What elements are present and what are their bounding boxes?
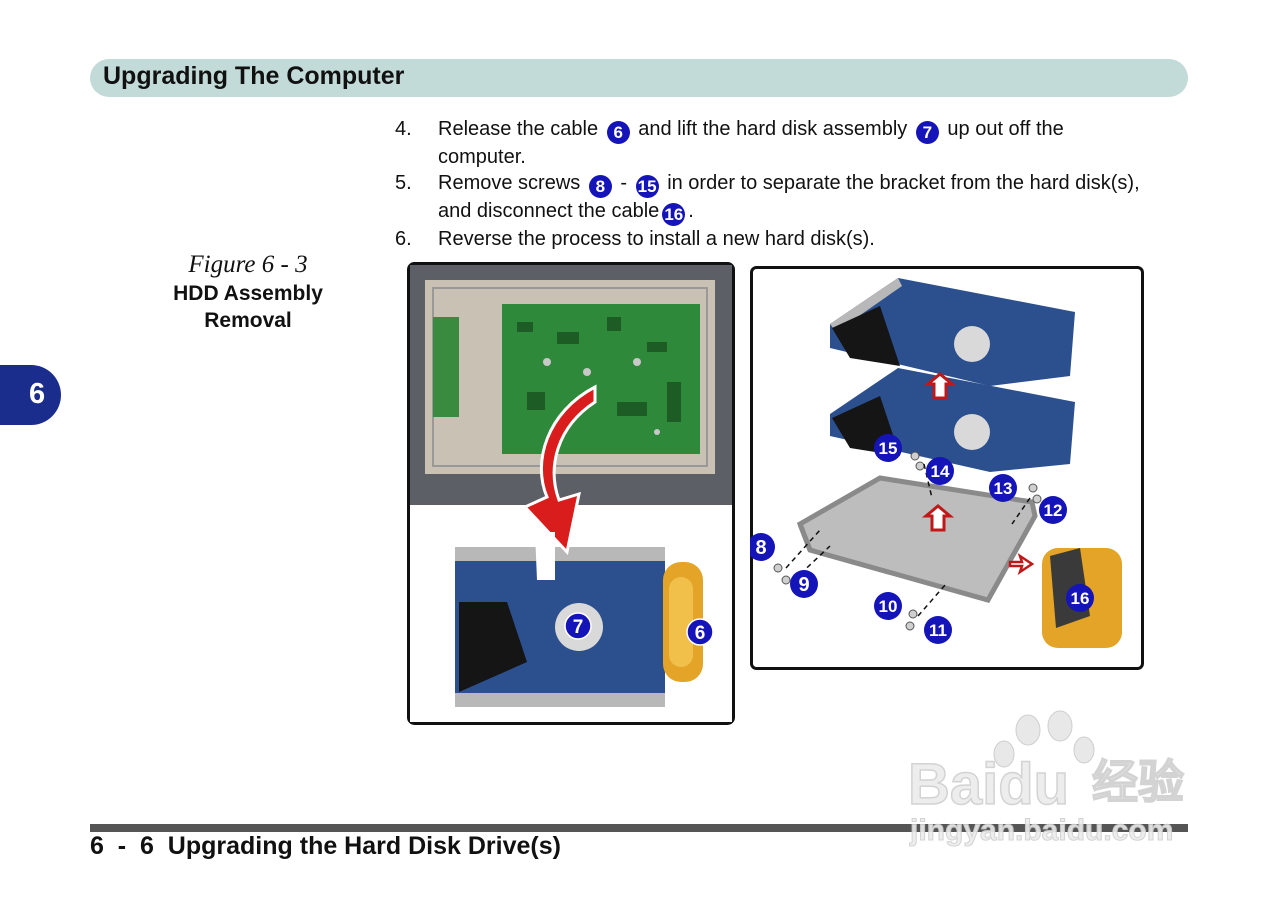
step-text: Reverse the process to install a new har… xyxy=(438,228,875,250)
step-6: 6. Reverse the process to install a new … xyxy=(395,226,1155,252)
svg-text:14: 14 xyxy=(931,462,950,481)
hdd-bracket-exploded-view: 15 14 13 12 8 9 10 11 16 xyxy=(750,266,1144,670)
callout-15: 15 xyxy=(874,434,902,462)
step-text: - xyxy=(620,172,628,194)
callout-badge: 7 xyxy=(915,121,939,144)
step-text: Release the cable xyxy=(438,118,599,140)
callout-badge: 15 xyxy=(635,175,659,198)
callout-8: 8 xyxy=(750,533,775,561)
motherboard xyxy=(502,304,700,454)
footer-rule xyxy=(90,824,1188,832)
svg-text:11: 11 xyxy=(929,621,947,640)
step-text: Remove screws xyxy=(438,172,581,194)
header-bar: Upgrading The Computer xyxy=(90,59,1188,97)
svg-text:13: 13 xyxy=(994,479,1013,498)
hdd-bracket xyxy=(796,475,1038,603)
figure-caption: Figure 6 - 3 HDD Assembly Removal xyxy=(140,250,356,334)
svg-text:7: 7 xyxy=(573,617,584,638)
callout-badge: 16 xyxy=(662,203,686,226)
figure-number: Figure 6 - 3 xyxy=(188,251,308,278)
svg-text:15: 15 xyxy=(879,439,898,458)
callout-10: 10 xyxy=(874,592,902,620)
svg-text:8: 8 xyxy=(755,537,766,559)
figure-title-line-1: HDD Assembly xyxy=(173,282,323,305)
step-text: . xyxy=(688,200,694,222)
step-text: in order to separate the bracket from th… xyxy=(438,172,1140,222)
hard-disk-upper xyxy=(830,278,1075,386)
step-text: and lift the hard disk assembly xyxy=(638,118,908,140)
callout-6: 6 xyxy=(686,618,714,646)
svg-text:jingyan.baidu.com: jingyan.baidu.com xyxy=(909,814,1173,847)
step-text: up out off the computer. xyxy=(438,118,1064,168)
svg-text:6: 6 xyxy=(695,623,706,644)
callout-11: 11 xyxy=(924,616,952,644)
svg-text:10: 10 xyxy=(879,597,898,616)
step-5: 5. Remove screws 8 - 15 in order to sepa… xyxy=(395,170,1155,226)
chapter-number: 6 xyxy=(29,378,46,410)
footer-page-label: 6 - 6 Upgrading the Hard Disk Drive(s) xyxy=(90,832,561,860)
step-4: 4. Release the cable 6 and lift the hard… xyxy=(395,116,1155,170)
step-number: 4. xyxy=(395,118,412,140)
svg-text:12: 12 xyxy=(1044,501,1063,520)
step-number: 6. xyxy=(395,228,412,250)
callout-9: 9 xyxy=(790,570,818,598)
chapter-tab: 6 xyxy=(0,365,61,425)
svg-text:9: 9 xyxy=(798,574,809,596)
paw-logo-icon xyxy=(993,710,1095,768)
svg-text:16: 16 xyxy=(1071,589,1090,608)
baidu-jingyan-watermark: Baidu 经验 jingyan.baidu.com xyxy=(907,710,1185,848)
callout-13: 13 xyxy=(989,474,1017,502)
svg-text:经验: 经验 xyxy=(1092,755,1184,809)
callout-badge: 8 xyxy=(588,175,612,198)
callout-16: 16 xyxy=(1066,584,1094,612)
step-number: 5. xyxy=(395,172,412,194)
callout-badge: 6 xyxy=(606,121,630,144)
callout-14: 14 xyxy=(926,457,954,485)
svg-text:Baidu: Baidu xyxy=(908,752,1069,817)
callout-12: 12 xyxy=(1039,496,1067,524)
instruction-steps: 4. Release the cable 6 and lift the hard… xyxy=(395,116,1155,252)
page-header-title: Upgrading The Computer xyxy=(103,62,405,90)
hdd-removal-photo: 7 6 xyxy=(407,262,735,725)
figure-title-line-2: Removal xyxy=(204,309,292,332)
removal-arrow xyxy=(522,384,597,556)
callout-7: 7 xyxy=(564,612,592,640)
